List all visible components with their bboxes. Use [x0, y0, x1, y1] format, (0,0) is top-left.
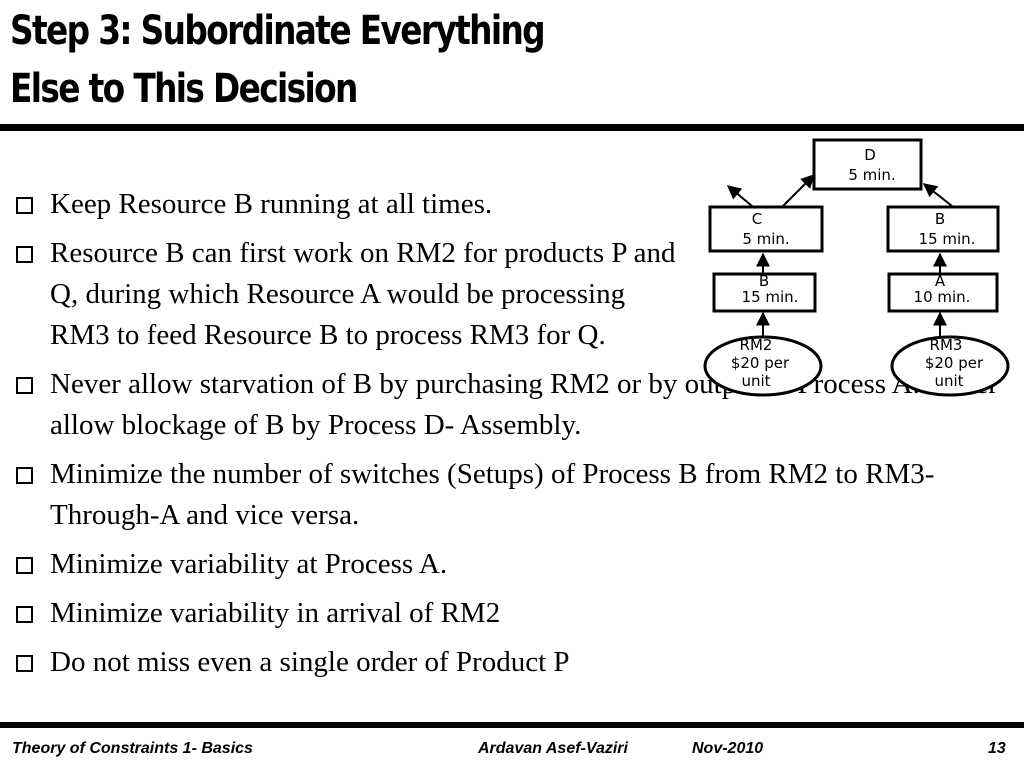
title-divider: [0, 124, 1024, 131]
process-c-box: C 5 min.: [708, 205, 824, 253]
raw-material-rm3: RM3 $20 per unit: [890, 335, 1010, 397]
raw-material-rm2: RM2 $20 per unit: [703, 335, 823, 397]
process-c-time: 5 min.: [742, 230, 789, 248]
bullet-list: Keep Resource B running at all times. Re…: [14, 184, 1024, 691]
process-b-low-time: 15 min.: [742, 288, 799, 306]
page-number: 13: [988, 740, 1006, 757]
rm2-unit: unit: [741, 372, 770, 390]
bullet-text: Keep Resource B running at all times.: [50, 188, 493, 220]
process-d-name: D: [864, 146, 876, 164]
bullet-item: Keep Resource B running at all times.: [14, 184, 670, 225]
square-bullet-icon: [16, 467, 33, 484]
bullet-text: Minimize the number of switches (Setups)…: [50, 458, 935, 531]
process-b-low-name: B: [759, 272, 769, 290]
process-c-name: C: [752, 210, 762, 228]
square-bullet-icon: [16, 246, 33, 263]
process-d-box: D 5 min.: [812, 138, 923, 191]
process-a-time: 10 min.: [914, 288, 971, 306]
footer-date: Nov-2010: [692, 740, 764, 757]
slide-title-line-2: Else to This Decision: [10, 66, 358, 112]
bullet-item: Minimize variability in arrival of RM2: [14, 593, 1024, 634]
bullet-item: Resource B can first work on RM2 for pro…: [14, 233, 690, 356]
bullet-item: Do not miss even a single order of Produ…: [14, 642, 1024, 683]
process-a-box: A 10 min.: [887, 272, 999, 313]
arrow-c-to-out: [726, 185, 753, 207]
bullet-item: Minimize variability at Process A.: [14, 544, 1024, 585]
process-b-top-name: B: [935, 210, 945, 228]
process-flow-diagram: D 5 min. C 5 min. B 15 min. B 15 min. A …: [703, 138, 1010, 397]
rm2-name: RM2: [740, 336, 773, 354]
arrow-b-to-d: [922, 183, 953, 207]
bullet-text: Minimize variability at Process A.: [50, 548, 448, 580]
arrow-c-to-d: [782, 174, 815, 207]
square-bullet-icon: [16, 606, 33, 623]
process-b-top-box: B 15 min.: [886, 205, 1000, 253]
bullet-text: Resource B can first work on RM2 for pro…: [50, 237, 676, 351]
process-b-low-box: B 15 min.: [712, 272, 817, 313]
rm2-price: $20 per: [731, 354, 790, 372]
bullet-item: Never allow starvation of B by purchasin…: [14, 364, 1024, 446]
square-bullet-icon: [16, 557, 33, 574]
footer-author: Ardavan Asef-Vaziri: [478, 740, 628, 757]
bullet-text: Never allow starvation of B by purchasin…: [50, 368, 998, 441]
bullet-item: Minimize the number of switches (Setups)…: [14, 454, 1024, 536]
slide-title: Step 3: Subordinate Everything Else to T…: [10, 2, 546, 118]
square-bullet-icon: [16, 197, 33, 214]
process-b-top-time: 15 min.: [919, 230, 976, 248]
rm3-name: RM3: [930, 336, 963, 354]
rm3-price: $20 per: [925, 354, 984, 372]
slide-title-line-1: Step 3: Subordinate Everything: [10, 8, 546, 54]
process-a-name: A: [935, 272, 946, 290]
square-bullet-icon: [16, 377, 33, 394]
rm3-unit: unit: [934, 372, 963, 390]
square-bullet-icon: [16, 655, 33, 672]
bullet-text: Do not miss even a single order of Produ…: [50, 646, 570, 678]
footer-divider: [0, 722, 1024, 728]
footer-course-title: Theory of Constraints 1- Basics: [12, 740, 253, 757]
bullet-text: Minimize variability in arrival of RM2: [50, 597, 501, 629]
process-d-time: 5 min.: [848, 166, 895, 184]
